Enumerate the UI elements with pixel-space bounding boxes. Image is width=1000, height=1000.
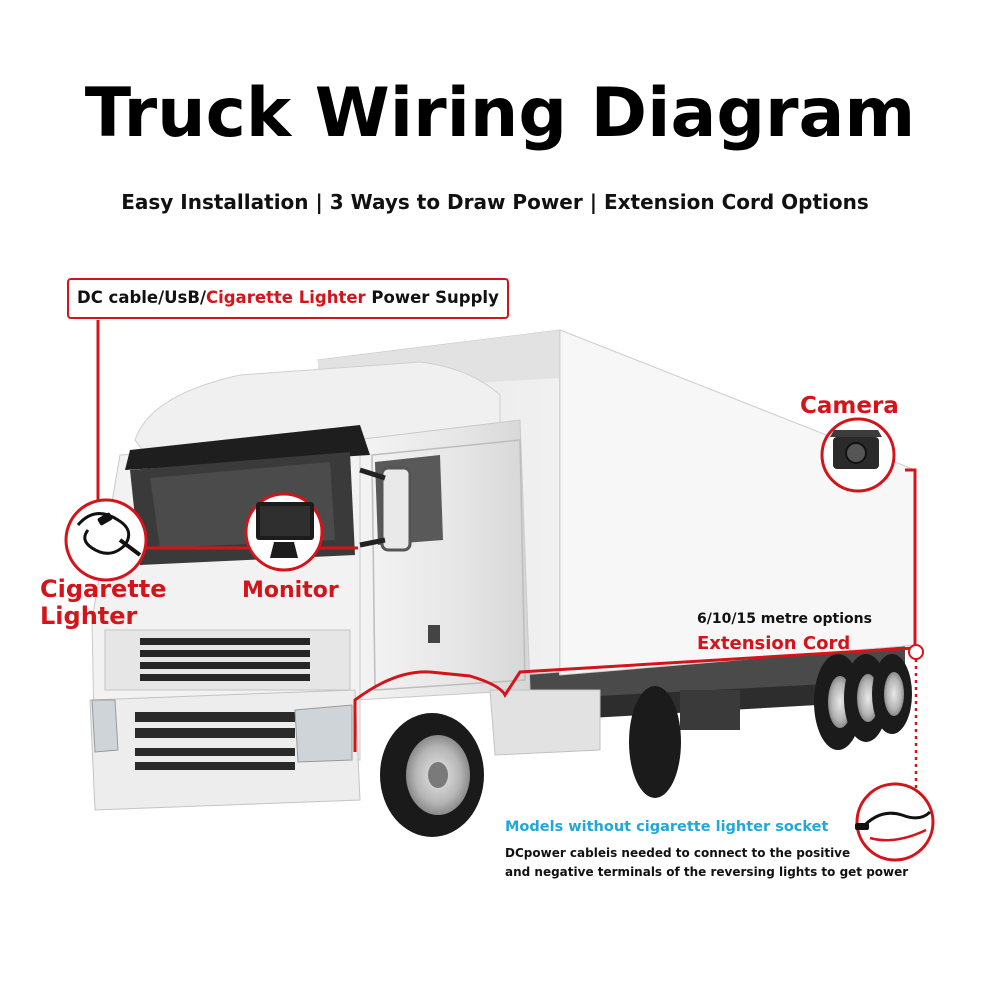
cigarette-lighter-label: Cigarette Lighter: [40, 576, 167, 630]
note-body-line2: and negative terminals of the reversing …: [505, 865, 909, 879]
camera-bubble: [820, 417, 896, 493]
extension-cord-label: Extension Cord: [697, 633, 851, 654]
monitor-bubble: [244, 492, 324, 572]
dc-cable-icon: [860, 810, 932, 830]
page-title: Truck Wiring Diagram: [84, 74, 916, 153]
note-body-line1: DCpower cableis needed to connect to the…: [505, 846, 851, 860]
extension-cord-route: [353, 468, 917, 752]
power-supply-prefix: DC cable/UsB/: [77, 288, 206, 307]
note-title: Models without cigarette lighter socket: [505, 819, 829, 835]
extension-options-label: 6/10/15 metre options: [697, 611, 872, 627]
power-supply-box: DC cable/UsB/Cigarette Lighter Power Sup…: [67, 278, 509, 319]
power-supply-suffix: Power Supply: [365, 288, 499, 307]
cigarette-label-line2: Lighter: [40, 602, 138, 630]
cigarette-label-line1: Cigarette: [40, 575, 167, 603]
camera-label: Camera: [800, 393, 899, 419]
trailer-wheels: [629, 654, 912, 798]
power-supply-highlight: Cigarette Lighter: [205, 288, 366, 307]
wiring-lines: [96, 320, 918, 802]
extension-connector-dot: [908, 644, 924, 660]
cigarette-lighter-bubble: [64, 498, 148, 582]
dc-cable-bubble: [855, 782, 935, 862]
trailer-chassis: [520, 640, 905, 730]
monitor-label: Monitor: [242, 578, 339, 603]
page-subtitle: Easy Installation | 3 Ways to Draw Power…: [121, 190, 869, 214]
note-body: DCpower cableis needed to connect to the…: [505, 844, 915, 882]
